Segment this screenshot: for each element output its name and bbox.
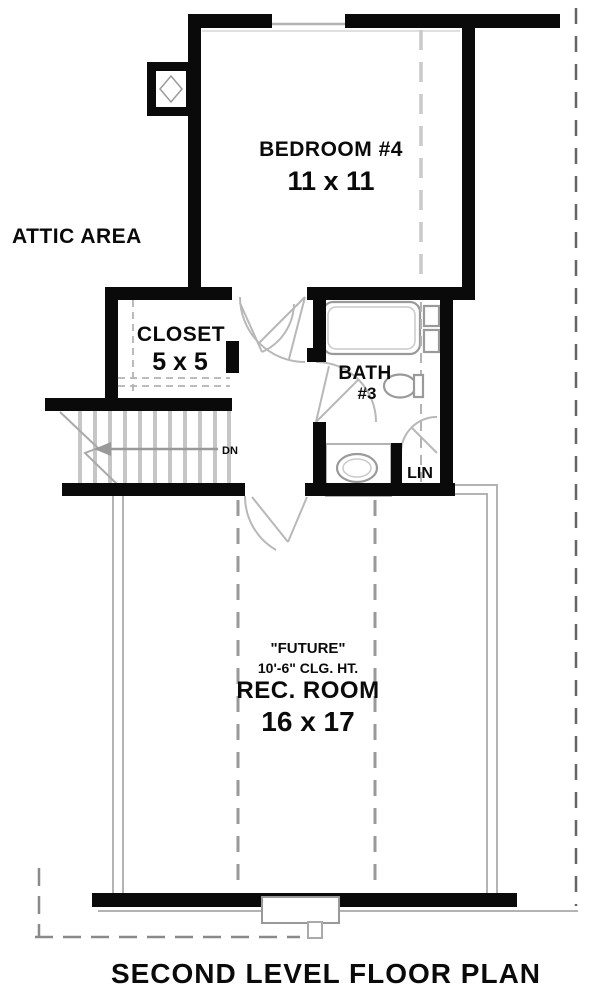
bath-left-wall-lower: [313, 422, 326, 496]
door-swings: [239, 296, 438, 551]
bath-door-jamb: [307, 348, 326, 362]
stair-bottom-wall: [62, 483, 245, 496]
chimney: [147, 62, 195, 116]
bath-right-wall: [440, 297, 453, 496]
rec-room-door: [243, 495, 308, 551]
bedroom-name-label: BEDROOM #4: [259, 138, 403, 161]
page-title: SECOND LEVEL FLOOR PLAN: [111, 958, 541, 989]
linen-door: [400, 416, 438, 454]
bedroom-door: [239, 296, 306, 363]
bathtub: [321, 300, 422, 356]
bath-number-label: #3: [358, 384, 377, 403]
chimney-flue-icon: [159, 74, 183, 104]
top-wall-right: [345, 14, 560, 28]
bath-left-wall-upper: [313, 297, 326, 362]
reference-lines: [35, 8, 578, 939]
closet-top-wall: [105, 287, 232, 300]
attic-area-label: ATTIC AREA: [12, 225, 142, 248]
hall-bottom-wall: [305, 483, 455, 496]
toilet: [382, 373, 425, 399]
staircase: [59, 411, 231, 491]
bath-name-label: BATH: [338, 363, 391, 384]
bottom-window-bay: [261, 896, 340, 924]
rec-room-ceiling-label: 10'-6" CLG. HT.: [258, 660, 358, 676]
bathtub-inner-line: [327, 306, 416, 350]
bedroom-right-wall: [462, 14, 475, 300]
dn-arrow: [94, 442, 218, 456]
bath-top-wall: [307, 287, 475, 300]
closet-left-wall: [105, 287, 118, 400]
dn-arrowhead-icon: [94, 442, 111, 456]
bottom-window-stem: [307, 921, 323, 939]
linen-label: LIN: [407, 465, 433, 482]
closet-interior: [118, 300, 230, 396]
rec-room-future-label: "FUTURE": [270, 640, 345, 657]
rec-room-name-label: REC. ROOM: [236, 677, 379, 704]
rec-room-size-label: 16 x 17: [261, 706, 354, 737]
walls: [45, 14, 560, 939]
shelf-upper: [422, 304, 441, 328]
stairs-dn-label: DN: [222, 445, 238, 457]
closet-name-label: CLOSET: [137, 323, 225, 346]
linen-divider-wall: [391, 443, 402, 496]
stair-top-wall: [45, 398, 232, 411]
bedroom-size-label: 11 x 11: [287, 166, 374, 196]
closet-size-label: 5 x 5: [152, 348, 208, 376]
closet-right-wall: [226, 341, 239, 373]
bath-door: [315, 361, 377, 423]
bedroom-left-wall: [188, 14, 201, 290]
stair-break-line: [59, 411, 124, 491]
rec-room-frame-walls: [112, 484, 498, 893]
shelf-lower: [422, 328, 441, 354]
top-wall-left: [188, 14, 272, 28]
